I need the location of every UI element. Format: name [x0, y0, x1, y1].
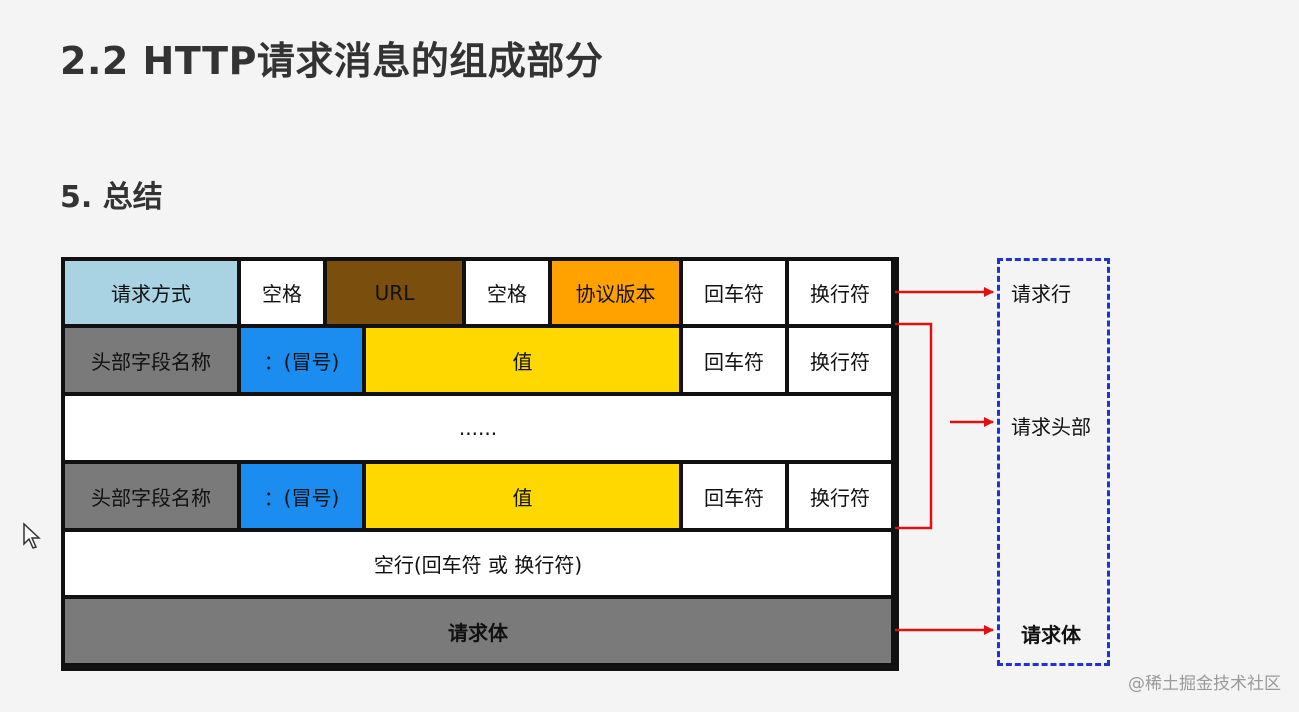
cell-line-feed: 换行符 — [787, 326, 893, 394]
cell-carriage-return: 回车符 — [681, 259, 787, 326]
cell-protocol-version: 协议版本 — [550, 259, 681, 326]
cell-header-name: 头部字段名称 — [63, 462, 239, 530]
cell-space-1: 空格 — [239, 259, 325, 326]
label-request-body: 请求体 — [1021, 623, 1081, 647]
bracket-request-header — [895, 322, 933, 530]
page-title: 2.2 HTTP请求消息的组成部分 — [60, 39, 604, 83]
watermark: @稀土掘金技术社区 — [1128, 674, 1281, 694]
cell-space-2: 空格 — [464, 259, 550, 326]
cell-carriage-return: 回车符 — [681, 462, 787, 530]
cell-request-method: 请求方式 — [63, 259, 239, 326]
cell-colon: ：(冒号) — [239, 326, 364, 394]
cell-blank-line: 空行(回车符 或 换行符) — [63, 530, 893, 597]
cell-url: URL — [325, 259, 464, 326]
label-request-header: 请求头部 — [1011, 415, 1091, 439]
section-subtitle: 5. 总结 — [60, 180, 163, 215]
http-request-diagram: 请求方式 空格 URL 空格 协议版本 回车符 换行符 头部字段名称 ：(冒号)… — [61, 257, 899, 671]
cell-value: 值 — [364, 462, 681, 530]
cell-colon: ：(冒号) — [239, 462, 364, 530]
cell-line-feed: 换行符 — [787, 259, 893, 326]
label-request-line: 请求行 — [1011, 282, 1071, 306]
cell-request-body: 请求体 — [63, 597, 893, 665]
cell-value: 值 — [364, 326, 681, 394]
cell-line-feed: 换行符 — [787, 462, 893, 530]
cell-header-name: 头部字段名称 — [63, 326, 239, 394]
cell-carriage-return: 回车符 — [681, 326, 787, 394]
cell-ellipsis: ...... — [63, 394, 893, 462]
mouse-cursor-icon — [22, 522, 42, 554]
summary-panel — [997, 258, 1110, 666]
